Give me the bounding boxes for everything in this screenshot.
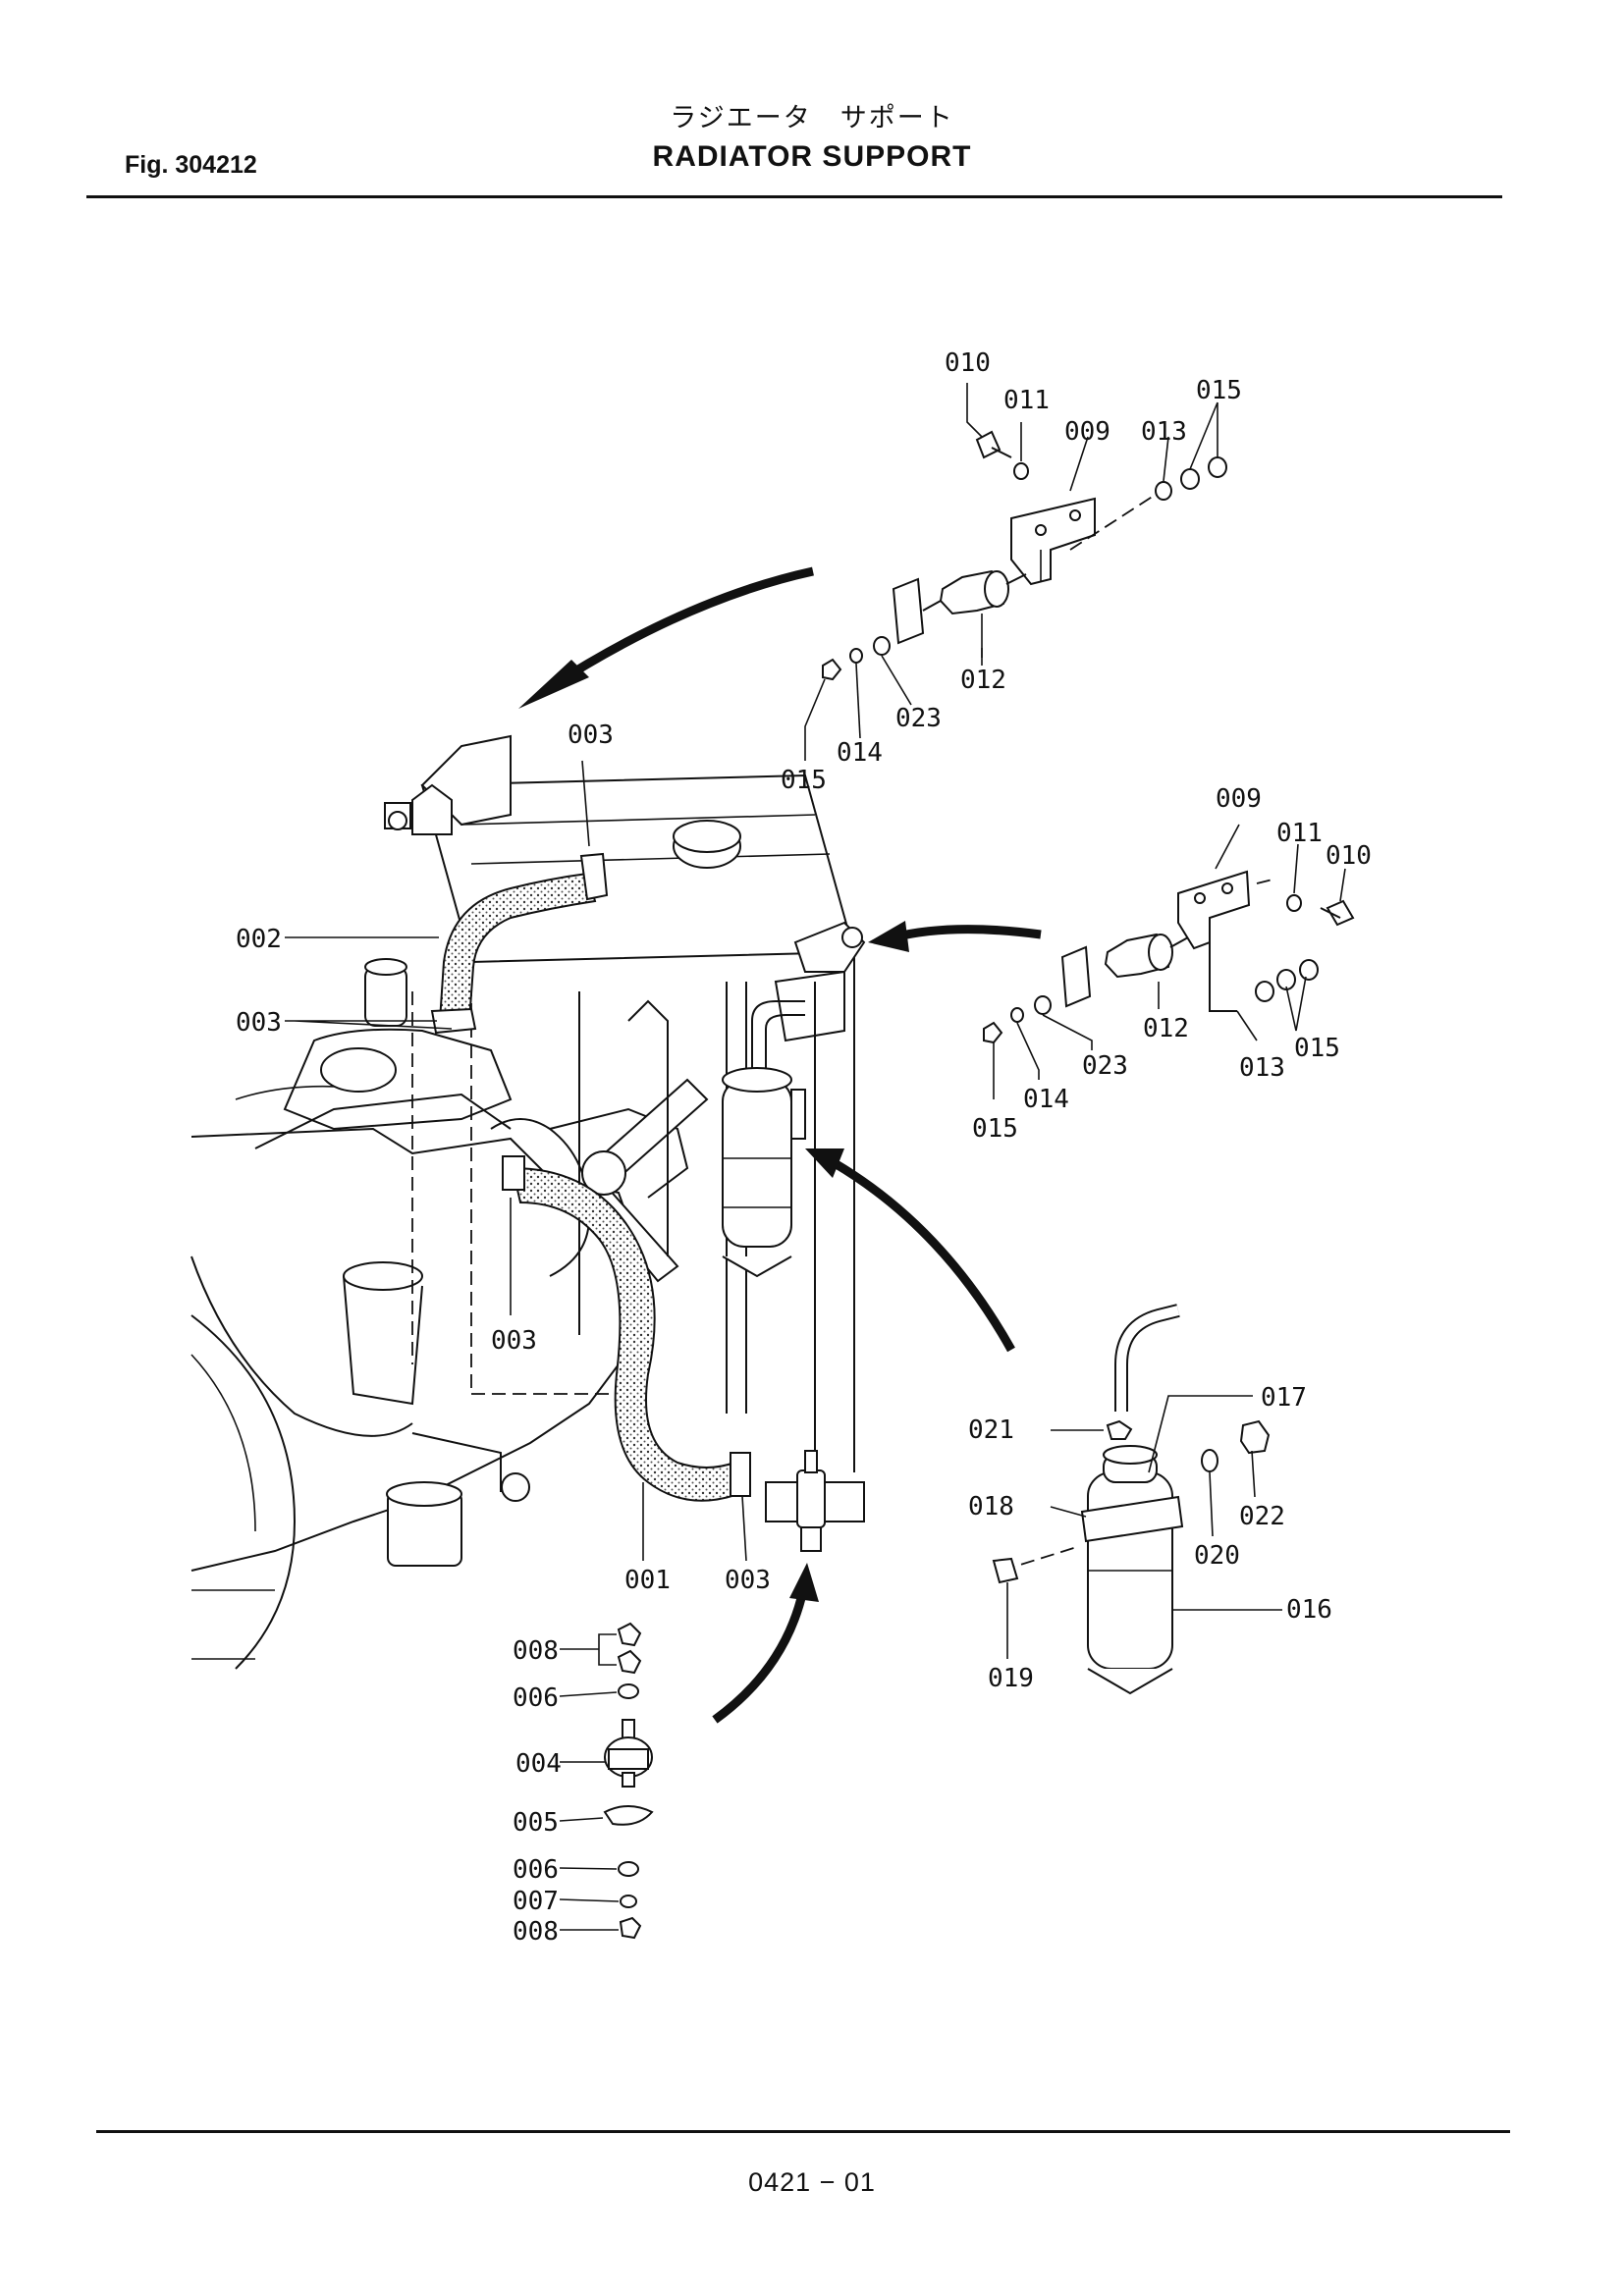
radiator (384, 734, 866, 1482)
footer-rule (96, 2130, 1510, 2133)
mount-assembly-lower (983, 870, 1355, 1044)
callout-019: 019 (988, 1664, 1034, 1693)
callout-003: 003 (491, 1326, 537, 1356)
callout-014: 014 (837, 738, 883, 768)
callout-014: 014 (1023, 1085, 1069, 1114)
callout-015: 015 (1294, 1034, 1340, 1063)
direction-arrow-bottom (712, 1563, 819, 1724)
callout-labels: 010 011 009 013 015 012 023 014 015 003 … (236, 348, 1372, 1947)
title-japanese: ラジエータ サポート (670, 103, 954, 133)
callout-021: 021 (968, 1415, 1014, 1445)
direction-arrow-middle (868, 921, 1042, 952)
callout-012: 012 (960, 666, 1006, 695)
callout-023: 023 (895, 704, 942, 733)
callout-011: 011 (1003, 386, 1050, 415)
direction-arrow-lower (805, 1148, 1015, 1353)
leader-lines (285, 383, 1346, 1931)
callout-012: 012 (1143, 1014, 1189, 1043)
callout-008: 008 (513, 1636, 559, 1666)
direction-arrow-top (518, 566, 814, 709)
callout-011: 011 (1276, 819, 1323, 848)
reserve-tank-installed (722, 1000, 806, 1278)
engine-block (190, 958, 709, 1670)
callout-003: 003 (725, 1566, 771, 1595)
callout-003: 003 (236, 1008, 282, 1038)
callout-001: 001 (624, 1566, 671, 1595)
title-english: RADIATOR SUPPORT (652, 140, 972, 173)
callout-013: 013 (1141, 417, 1187, 447)
callout-023: 023 (1082, 1051, 1128, 1081)
callout-015: 015 (972, 1114, 1018, 1144)
callout-006: 006 (513, 1855, 559, 1885)
mount-stack (603, 1622, 654, 1940)
callout-007: 007 (513, 1887, 559, 1916)
callout-002: 002 (236, 925, 282, 954)
drain-cock (765, 1450, 865, 1552)
mount-assembly-upper (822, 430, 1227, 681)
callout-017: 017 (1261, 1383, 1307, 1413)
callout-015: 015 (1196, 376, 1242, 405)
upper-hose (430, 852, 609, 1035)
callout-009: 009 (1064, 417, 1110, 447)
callout-009: 009 (1216, 784, 1262, 814)
callout-022: 022 (1239, 1502, 1285, 1531)
callout-006: 006 (513, 1683, 559, 1713)
callout-016: 016 (1286, 1595, 1332, 1625)
callout-008: 008 (513, 1917, 559, 1947)
page-number: 0421 − 01 (748, 2167, 876, 2197)
callout-020: 020 (1194, 1541, 1240, 1571)
figure-label: Fig. 304212 (125, 151, 257, 179)
reserve-tank-exploded (992, 1304, 1271, 1695)
callout-018: 018 (968, 1492, 1014, 1522)
callout-004: 004 (515, 1749, 562, 1779)
callout-003: 003 (568, 721, 614, 750)
lower-hose (502, 1155, 751, 1502)
callout-005: 005 (513, 1808, 559, 1838)
callout-013: 013 (1239, 1053, 1285, 1083)
callout-010: 010 (1326, 841, 1372, 871)
header-rule (86, 195, 1502, 198)
callout-010: 010 (945, 348, 991, 378)
callout-015: 015 (781, 766, 827, 795)
